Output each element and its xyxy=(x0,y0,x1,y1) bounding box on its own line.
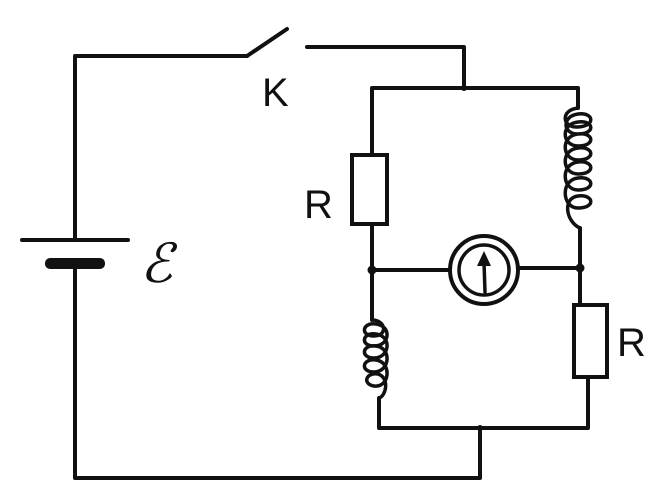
emf-label: ℰ xyxy=(140,232,178,295)
switch-icon xyxy=(245,27,289,58)
resistor-right-icon xyxy=(572,303,609,379)
inductor-top-right-icon xyxy=(563,106,593,230)
inductor-bottom-left-icon xyxy=(362,318,389,400)
battery-icon xyxy=(20,238,130,269)
outer-loop-wires xyxy=(73,45,482,480)
switch-label: K xyxy=(262,71,289,115)
resistor-left-label: R xyxy=(304,183,333,227)
galvanometer-bridge-wires xyxy=(370,266,582,272)
galvanometer-icon xyxy=(448,234,520,306)
resistor-left-icon xyxy=(350,153,389,226)
junction-dots xyxy=(367,85,585,431)
resistor-right-label: R xyxy=(617,321,646,365)
